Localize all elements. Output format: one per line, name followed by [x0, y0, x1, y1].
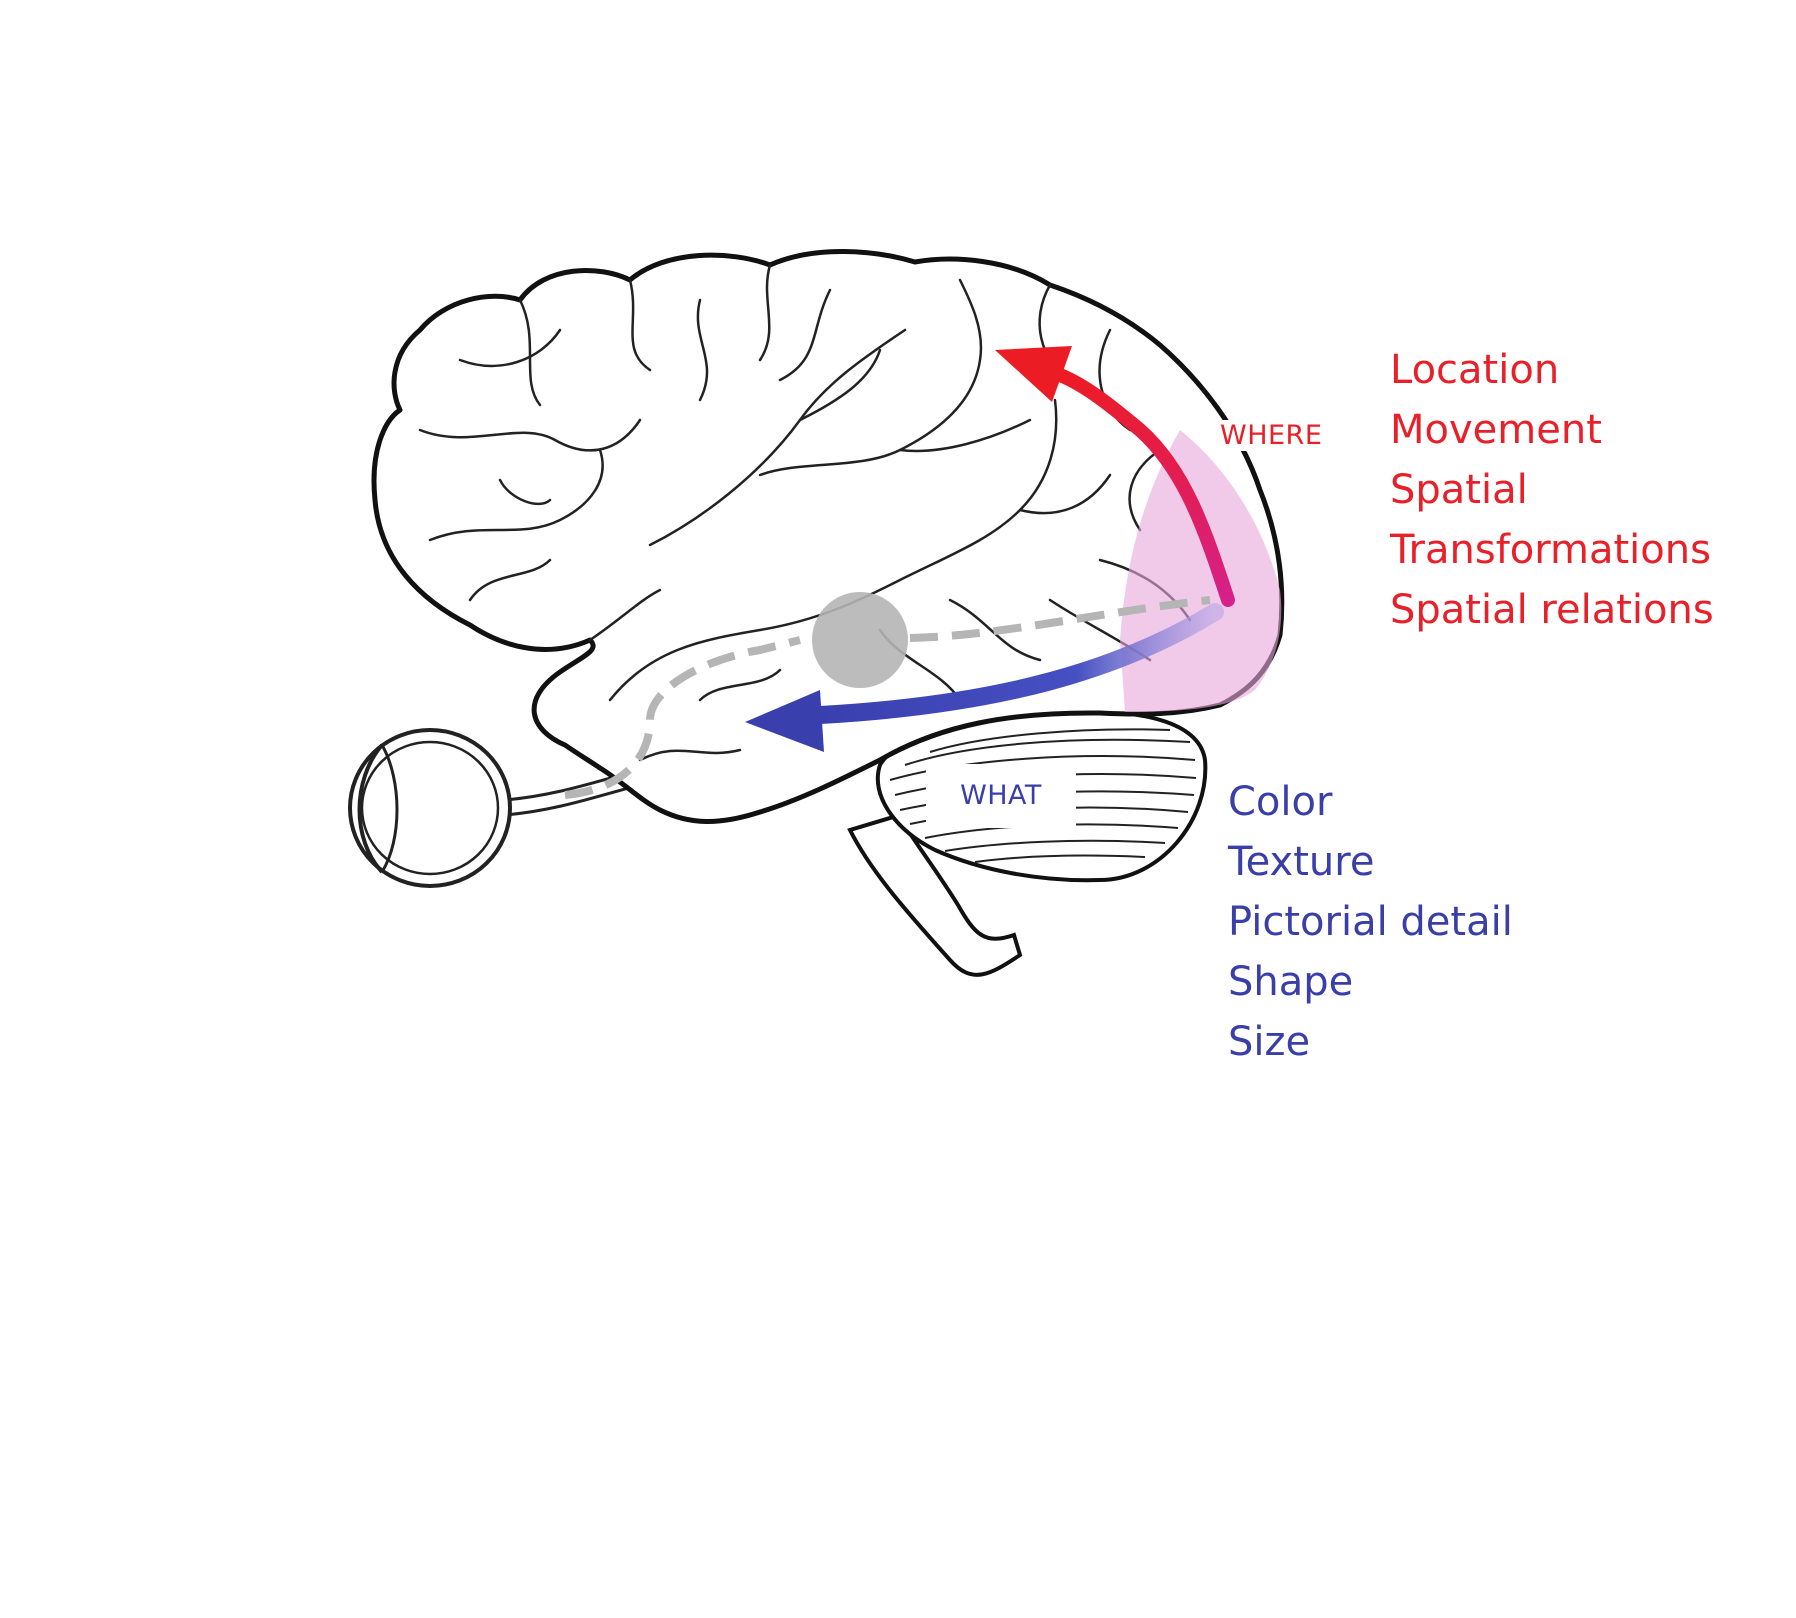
brain-folds — [418, 263, 1192, 762]
relay-pathway — [564, 596, 1211, 799]
eye-icon — [348, 728, 512, 888]
what-properties-list: Color Texture Pictorial detail Shape Siz… — [1228, 772, 1513, 1072]
what-property: Texture — [1228, 839, 1375, 885]
where-property: Spatial relations — [1390, 587, 1714, 633]
where-pathway-arrow — [995, 346, 1235, 607]
where-properties-list: Location Movement Spatial Transformation… — [1390, 340, 1714, 640]
where-property: Location — [1390, 347, 1560, 393]
what-property: Pictorial detail — [1228, 899, 1513, 945]
brain-stem — [847, 812, 1023, 977]
where-pathway-label: WHERE — [1216, 420, 1327, 451]
where-property: Movement — [1390, 407, 1602, 453]
what-property: Shape — [1228, 959, 1354, 1005]
where-property: Transformations — [1390, 527, 1711, 573]
thalamus-relay — [812, 592, 908, 688]
where-property: Spatial — [1390, 467, 1528, 513]
what-pathway-label: WHAT — [926, 764, 1076, 828]
what-pathway-arrow — [745, 603, 1224, 752]
what-property: Color — [1228, 779, 1333, 825]
what-property: Size — [1228, 1019, 1311, 1065]
